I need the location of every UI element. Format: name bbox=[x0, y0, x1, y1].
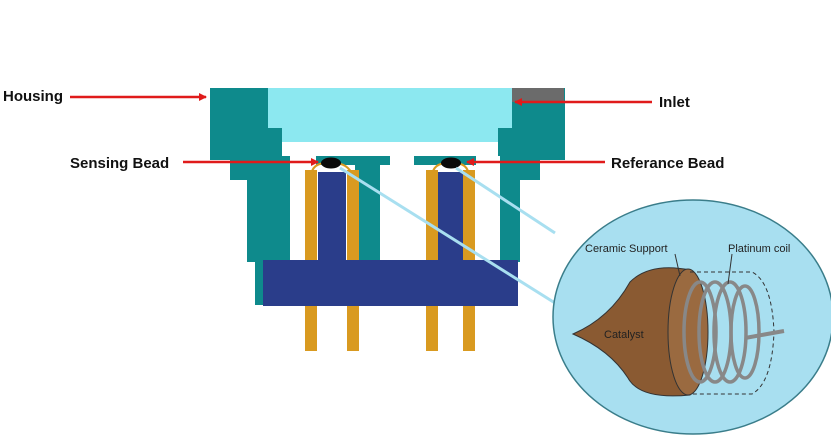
base-plate bbox=[263, 260, 518, 306]
inlet-chamber bbox=[268, 88, 512, 150]
label-inlet: Inlet bbox=[659, 94, 690, 111]
sensing-bead bbox=[321, 157, 341, 169]
label-housing: Housing bbox=[3, 88, 63, 105]
label-platinum-coil: Platinum coil bbox=[728, 243, 790, 255]
label-arrows bbox=[70, 93, 652, 166]
gas-gap-right bbox=[476, 156, 500, 262]
reference-post bbox=[438, 172, 463, 262]
gas-gap-mid bbox=[390, 156, 414, 262]
platinum-coil bbox=[682, 280, 761, 384]
ceramic-support-face bbox=[667, 268, 709, 396]
label-sensing-bead: Sensing Bead bbox=[70, 155, 169, 172]
callout-lines bbox=[339, 166, 556, 305]
gas-gap bbox=[282, 142, 498, 156]
label-ceramic-support: Ceramic Support bbox=[585, 243, 668, 255]
sensing-post bbox=[318, 172, 346, 262]
coil-lead bbox=[744, 329, 785, 340]
inlet-cap bbox=[512, 88, 564, 102]
label-catalyst: Catalyst bbox=[604, 329, 644, 341]
catalyst-detail bbox=[571, 253, 785, 397]
coil-leader bbox=[727, 253, 733, 285]
label-reference-bead: Referance Bead bbox=[611, 155, 724, 172]
ceramic-leader bbox=[674, 253, 681, 277]
reference-bead bbox=[441, 157, 461, 169]
